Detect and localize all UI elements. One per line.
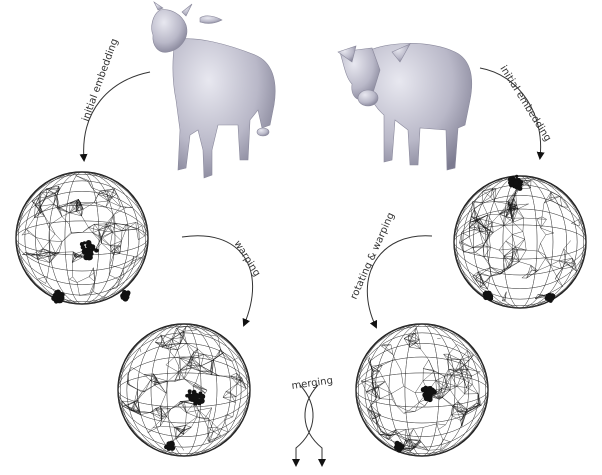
label-rotating-warping: rotating & warping (349, 211, 397, 301)
sphere-mesh-pig-warped (355, 323, 489, 457)
pig-model (337, 43, 473, 171)
arrow-initial-embedding-left (79, 71, 151, 162)
arrow-warping (181, 235, 253, 327)
label-warping: warping (231, 239, 262, 279)
arrow-rotating-warping (366, 235, 433, 329)
sphere-mesh-cow-warped (117, 323, 251, 457)
cow-model (151, 1, 276, 179)
label-merging: merging (291, 375, 334, 392)
label-initial-embedding-right: initial embedding (497, 64, 553, 144)
arrow-merging (292, 384, 326, 467)
sphere-mesh-pig-initial (453, 174, 587, 309)
label-initial-embedding-left: initial embedding (80, 37, 120, 123)
sphere-mesh-cow-initial (15, 171, 149, 305)
arrow-initial-embedding-right (479, 67, 545, 160)
